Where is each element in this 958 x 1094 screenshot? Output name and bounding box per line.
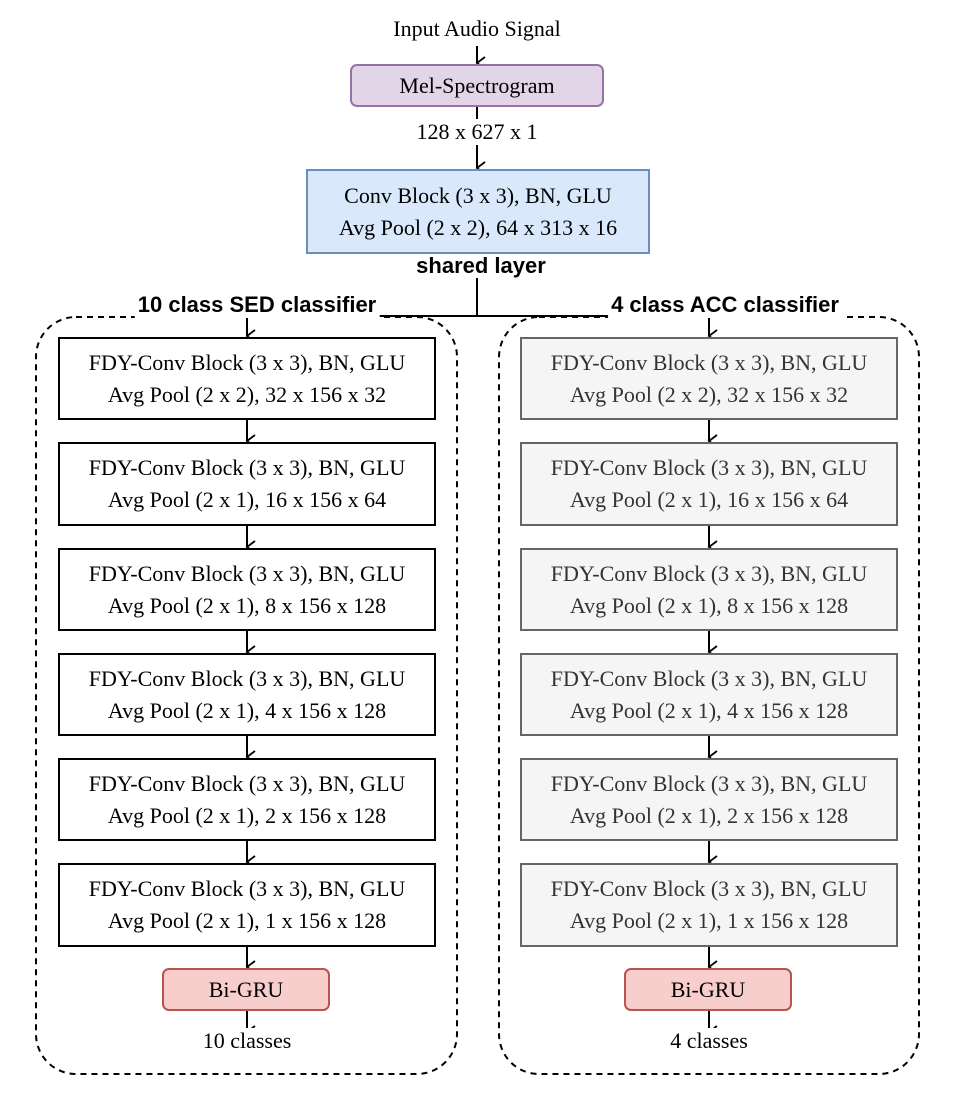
shared-block-line1: Conv Block (3 x 3), BN, GLU xyxy=(344,182,612,208)
block-line1: FDY-Conv Block (3 x 3), BN, GLU xyxy=(550,560,868,586)
acc-fdy-conv-block-3: FDY-Conv Block (3 x 3), BN, GLU Avg Pool… xyxy=(520,548,898,631)
block-line1: FDY-Conv Block (3 x 3), BN, GLU xyxy=(550,876,868,901)
mel-output-shape: 128 x 627 x 1 xyxy=(414,119,540,145)
shared-layer-label: shared layer xyxy=(416,253,546,278)
block-line1: FDY-Conv Block (3 x 3), BN, GLU xyxy=(88,349,406,375)
block-line2: Avg Pool (2 x 1), 1 x 156 x 128 xyxy=(107,908,387,933)
block-line1: FDY-Conv Block (3 x 3), BN, GLU xyxy=(550,665,868,691)
sed-fdy-conv-block-2: FDY-Conv Block (3 x 3), BN, GLU Avg Pool… xyxy=(58,442,436,526)
block-line1: FDY-Conv Block (3 x 3), BN, GLU xyxy=(88,560,406,586)
block-line1: FDY-Conv Block (3 x 3), BN, GLU xyxy=(88,876,406,901)
block-line1: FDY-Conv Block (3 x 3), BN, GLU xyxy=(88,455,406,480)
acc-fdy-conv-block-6: FDY-Conv Block (3 x 3), BN, GLU Avg Pool… xyxy=(520,863,898,947)
mel-spectrogram-box: Mel-Spectrogram xyxy=(350,64,604,107)
sed-classifier-title: 10 class SED classifier xyxy=(134,292,380,318)
block-line1: FDY-Conv Block (3 x 3), BN, GLU xyxy=(550,770,868,796)
block-line2: Avg Pool (2 x 1), 2 x 156 x 128 xyxy=(569,802,849,828)
acc-fdy-conv-block-4: FDY-Conv Block (3 x 3), BN, GLU Avg Pool… xyxy=(520,653,898,736)
acc-fdy-conv-block-1: FDY-Conv Block (3 x 3), BN, GLU Avg Pool… xyxy=(520,337,898,420)
shared-block-line2: Avg Pool (2 x 2), 64 x 313 x 16 xyxy=(338,214,618,240)
block-line2: Avg Pool (2 x 1), 4 x 156 x 128 xyxy=(107,697,387,723)
block-line2: Avg Pool (2 x 2), 32 x 156 x 32 xyxy=(569,381,849,407)
block-line1: FDY-Conv Block (3 x 3), BN, GLU xyxy=(550,349,868,375)
sed-fdy-conv-block-4: FDY-Conv Block (3 x 3), BN, GLU Avg Pool… xyxy=(58,653,436,736)
block-line2: Avg Pool (2 x 2), 32 x 156 x 32 xyxy=(107,381,387,407)
sed-fdy-conv-block-3: FDY-Conv Block (3 x 3), BN, GLU Avg Pool… xyxy=(58,548,436,631)
acc-bi-gru-box: Bi-GRU xyxy=(624,968,792,1011)
acc-fdy-conv-block-5: FDY-Conv Block (3 x 3), BN, GLU Avg Pool… xyxy=(520,758,898,841)
acc-bi-gru-label: Bi-GRU xyxy=(670,976,746,1002)
sed-output-label: 10 classes xyxy=(200,1028,294,1054)
block-line1: FDY-Conv Block (3 x 3), BN, GLU xyxy=(88,770,406,796)
input-label: Input Audio Signal xyxy=(393,16,561,41)
sed-fdy-conv-block-5: FDY-Conv Block (3 x 3), BN, GLU Avg Pool… xyxy=(58,758,436,841)
sed-fdy-conv-block-1: FDY-Conv Block (3 x 3), BN, GLU Avg Pool… xyxy=(58,337,436,420)
acc-fdy-conv-block-2: FDY-Conv Block (3 x 3), BN, GLU Avg Pool… xyxy=(520,442,898,526)
acc-output-label: 4 classes xyxy=(668,1028,750,1054)
sed-bi-gru-label: Bi-GRU xyxy=(208,976,284,1002)
sed-bi-gru-box: Bi-GRU xyxy=(162,968,330,1011)
block-line2: Avg Pool (2 x 1), 1 x 156 x 128 xyxy=(569,908,849,933)
block-line1: FDY-Conv Block (3 x 3), BN, GLU xyxy=(88,665,406,691)
block-line2: Avg Pool (2 x 1), 4 x 156 x 128 xyxy=(569,697,849,723)
mel-spectrogram-label: Mel-Spectrogram xyxy=(399,72,555,98)
block-line2: Avg Pool (2 x 1), 2 x 156 x 128 xyxy=(107,802,387,828)
acc-classifier-title: 4 class ACC classifier xyxy=(608,292,842,318)
sed-fdy-conv-block-6: FDY-Conv Block (3 x 3), BN, GLU Avg Pool… xyxy=(58,863,436,947)
block-line1: FDY-Conv Block (3 x 3), BN, GLU xyxy=(550,455,868,480)
block-line2: Avg Pool (2 x 1), 8 x 156 x 128 xyxy=(107,592,387,618)
block-line2: Avg Pool (2 x 1), 16 x 156 x 64 xyxy=(569,487,849,512)
block-line2: Avg Pool (2 x 1), 8 x 156 x 128 xyxy=(569,592,849,618)
block-line2: Avg Pool (2 x 1), 16 x 156 x 64 xyxy=(107,487,387,512)
shared-conv-block: Conv Block (3 x 3), BN, GLU Avg Pool (2 … xyxy=(306,169,650,254)
